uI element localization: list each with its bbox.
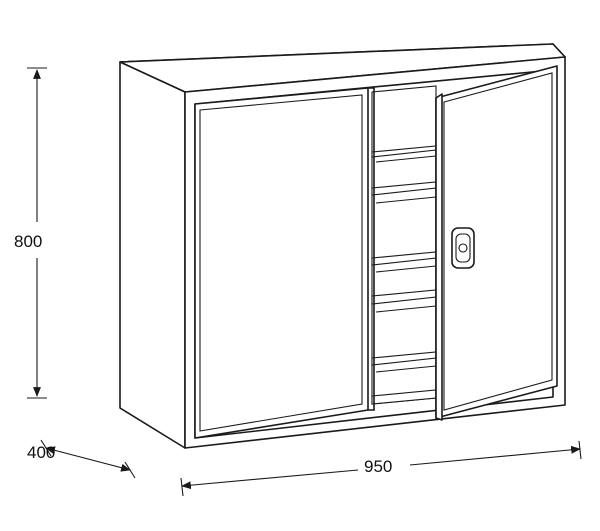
door-handle <box>451 227 475 269</box>
width-label: 950 <box>364 457 392 476</box>
width-dimension: 950 <box>180 440 582 497</box>
right-door <box>435 65 558 421</box>
depth-label: 400 <box>27 443 55 462</box>
cabinet-left-side <box>119 61 186 449</box>
height-dimension: 800 <box>14 67 47 399</box>
left-door <box>194 87 375 439</box>
depth-dimension: 400 <box>27 439 136 479</box>
height-label: 800 <box>14 232 42 251</box>
